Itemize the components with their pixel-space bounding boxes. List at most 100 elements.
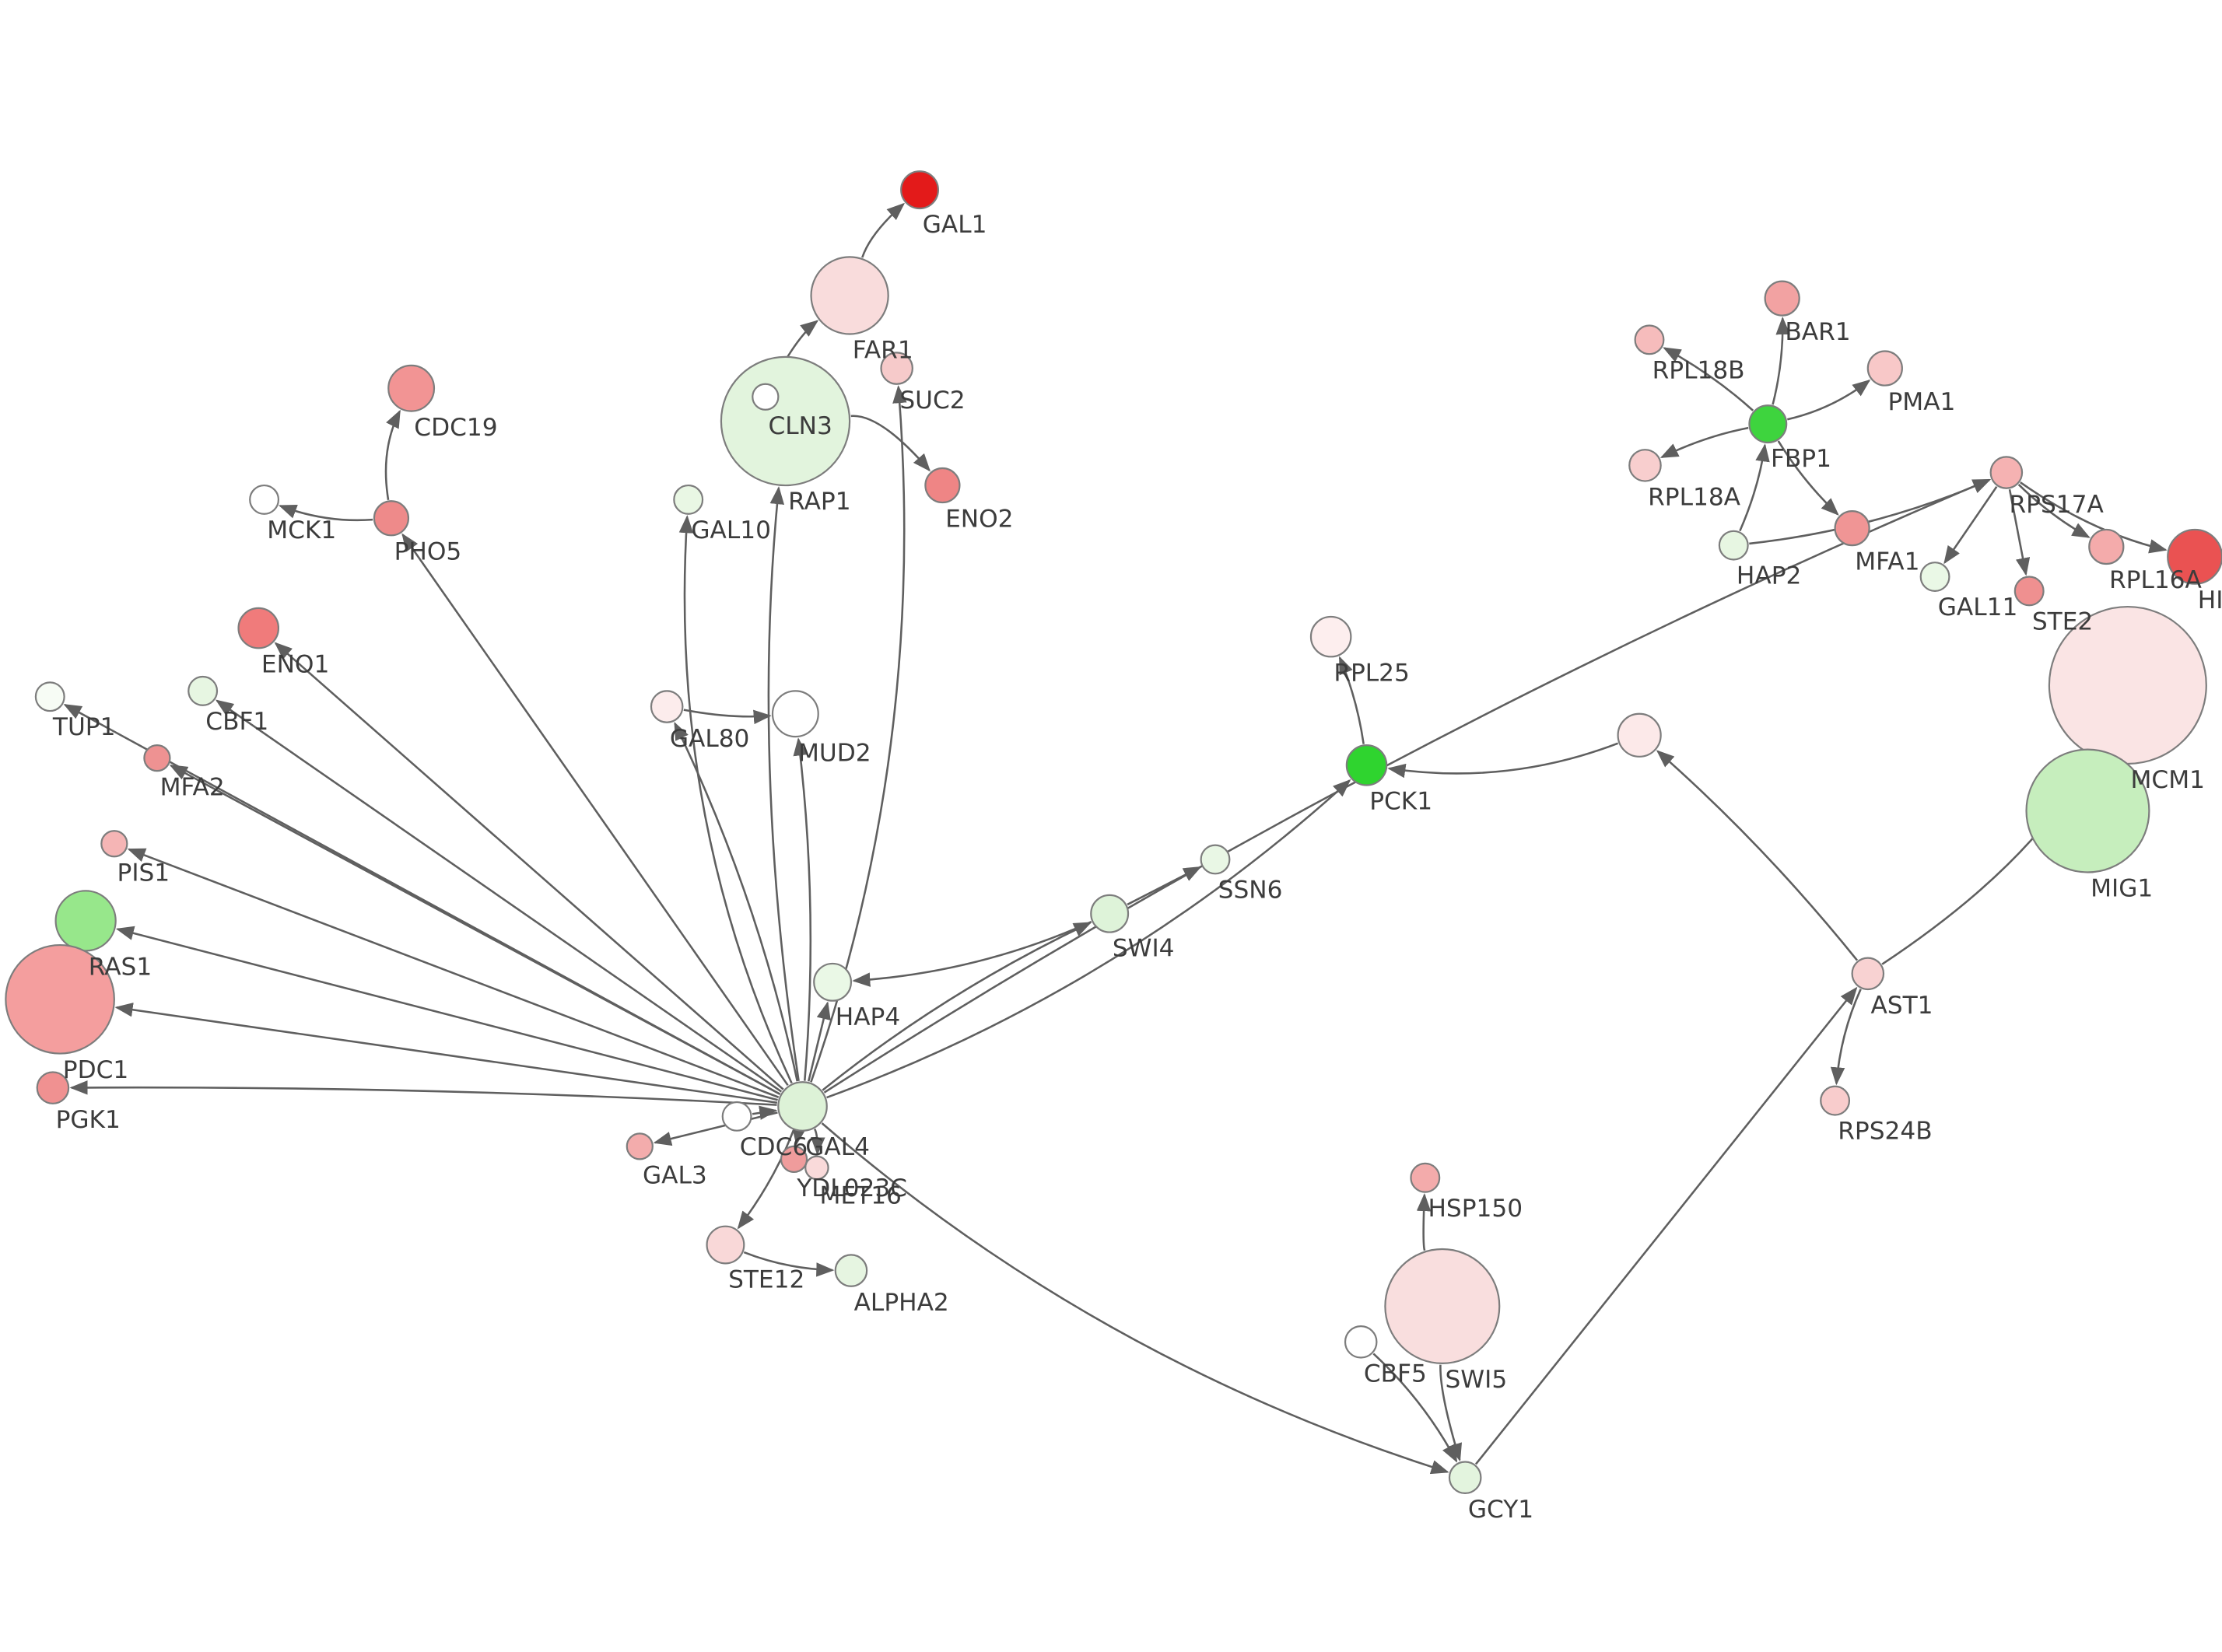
node-GAL3[interactable] (626, 1132, 654, 1160)
node-GAL10[interactable] (673, 484, 704, 515)
node-UNNAMED[interactable] (1617, 712, 1662, 758)
edge-SWI5-HSP150[interactable] (1416, 1192, 1432, 1251)
node-RPL18A[interactable] (1628, 449, 1662, 482)
edge-GAL4-PIS1[interactable] (127, 848, 780, 1098)
edge-GAL80-MUD2[interactable] (683, 709, 772, 725)
edge-GAL4-RAS1[interactable] (115, 926, 778, 1101)
node-RPL25[interactable] (1309, 615, 1352, 658)
node-MCK1[interactable] (249, 484, 280, 515)
node-label-RPS17A: RPS17A (2010, 491, 2105, 519)
edge-GAL4-RAP1[interactable] (767, 486, 800, 1082)
node-SWI5[interactable] (1384, 1248, 1501, 1364)
edge-RAP1-ENO2[interactable] (850, 415, 931, 472)
edge-HAP2-FBP1[interactable] (1739, 443, 1770, 532)
node-PHO5[interactable] (373, 500, 410, 537)
edge-GAL4-PCK1[interactable] (826, 779, 1351, 1099)
node-FAR1[interactable] (810, 256, 889, 335)
node-BAR1[interactable] (1764, 280, 1800, 317)
node-PCK1[interactable] (1345, 744, 1388, 786)
edge-GAL4-MET16[interactable] (811, 1128, 825, 1156)
edge-RPS17A-GAL11[interactable] (1943, 485, 1998, 565)
edge-FBP1-MFA1[interactable] (1777, 440, 1839, 516)
edge-GAL4-ENO1[interactable] (274, 642, 784, 1090)
node-CLN3[interactable] (752, 383, 780, 411)
node-TUP1[interactable] (34, 681, 65, 712)
edge-GAL4-CBF1[interactable] (215, 699, 783, 1093)
node-MUD2[interactable] (771, 690, 819, 738)
edge-GCY1-AST1[interactable] (1474, 986, 1858, 1465)
node-RPS17A[interactable] (1989, 456, 2024, 489)
node-MET16[interactable] (804, 1155, 829, 1181)
node-ENO2[interactable] (924, 467, 961, 504)
edge-GAL4-SWI4[interactable] (822, 922, 1092, 1091)
node-STE12[interactable] (706, 1225, 745, 1265)
edge-AST1-RPS24B[interactable] (1830, 989, 1862, 1086)
node-ALPHA2[interactable] (834, 1254, 868, 1287)
edge-GAL4-PDC1[interactable] (114, 1003, 778, 1104)
node-AST1[interactable] (1851, 957, 1885, 991)
node-ENO1[interactable] (237, 607, 280, 649)
edge-CBF5-GCY1[interactable] (1372, 1353, 1458, 1463)
node-PMA1[interactable] (1866, 350, 1903, 387)
edge-GAL4-GAL80[interactable] (674, 721, 799, 1082)
node-RPL18B[interactable] (1634, 324, 1665, 355)
edge-GAL4-PGK1[interactable] (69, 1080, 777, 1106)
node-label-PCK1: PCK1 (1369, 788, 1432, 816)
edge-STE12-ALPHA2[interactable] (743, 1251, 835, 1277)
edge-GAL4-GAL10[interactable] (678, 515, 793, 1084)
edge-CDC6-GAL4[interactable] (752, 1105, 778, 1120)
node-HSP150[interactable] (1410, 1162, 1441, 1193)
node-PDC1[interactable] (5, 943, 115, 1055)
edge-FBP1-RPL18B[interactable] (1663, 347, 1754, 411)
node-SSN6[interactable] (1200, 844, 1231, 875)
edge-GAL4-PHO5[interactable] (401, 533, 789, 1087)
node-MFA1[interactable] (1834, 509, 1870, 547)
node-CBF5[interactable] (1344, 1325, 1378, 1359)
node-MIG1[interactable] (2025, 748, 2150, 873)
edge-FBP1-RPL18A[interactable] (1659, 426, 1749, 459)
node-SWI4[interactable] (1090, 894, 1130, 933)
node-MFA2[interactable] (143, 744, 171, 772)
edge-PHO5-MCK1[interactable] (278, 505, 373, 522)
node-PIS1[interactable] (100, 830, 128, 858)
edge-RPS17A-HIS4[interactable] (2020, 481, 2168, 554)
node-CBF1[interactable] (188, 675, 219, 706)
edge-FBP1-PMA1[interactable] (1786, 379, 1871, 421)
node-SUC2[interactable] (880, 352, 913, 385)
node-RAS1[interactable] (54, 890, 117, 952)
edge-RPS17A-RPL16A[interactable] (2017, 484, 2091, 538)
edge-GAL4-STE12[interactable] (737, 1129, 794, 1230)
edge-GAL4-MFA2[interactable] (169, 765, 781, 1095)
edge-PCK1-RPL25[interactable] (1338, 656, 1365, 744)
node-CDC19[interactable] (387, 364, 436, 412)
node-HAP4[interactable] (813, 962, 853, 1002)
edge-GAL4-MUD2[interactable] (793, 737, 812, 1081)
node-GAL11[interactable] (1919, 562, 1950, 592)
edge-HAP2-RPS17A[interactable] (1749, 478, 1992, 545)
edge-GAL4-GCY1[interactable] (821, 1122, 1449, 1475)
edge-GAL4-HAP4[interactable] (807, 1001, 831, 1082)
node-GCY1[interactable] (1448, 1461, 1482, 1494)
node-YDL023C[interactable] (780, 1145, 808, 1174)
edge-GAL4-YDL023C[interactable] (791, 1126, 807, 1146)
node-RPS24B[interactable] (1820, 1085, 1851, 1116)
node-HAP2[interactable] (1718, 530, 1749, 561)
edge-FBP1-BAR1[interactable] (1772, 316, 1790, 405)
node-GAL80[interactable] (650, 690, 684, 723)
edge-PHO5-CDC19[interactable] (384, 409, 401, 500)
node-GAL1[interactable] (900, 170, 940, 210)
node-STE2[interactable] (2013, 576, 2045, 607)
node-CDC6[interactable] (721, 1101, 752, 1132)
node-RAP1[interactable] (720, 355, 851, 487)
edge-RPS17A-STE2[interactable] (2008, 488, 2031, 576)
node-RPL16A[interactable] (2088, 528, 2125, 565)
edge-FAR1-GAL1[interactable] (861, 202, 906, 258)
edge-SWI4-HAP4[interactable] (852, 920, 1092, 987)
node-GAL4[interactable] (777, 1081, 828, 1132)
edge-UNNAMED-PCK1[interactable] (1387, 742, 1619, 779)
node-FBP1[interactable] (1748, 404, 1788, 444)
edge-AST1-UNNAMED[interactable] (1656, 750, 1859, 961)
node-PGK1[interactable] (36, 1071, 70, 1104)
edge-GAL4-RPS17A[interactable] (823, 478, 1991, 1094)
